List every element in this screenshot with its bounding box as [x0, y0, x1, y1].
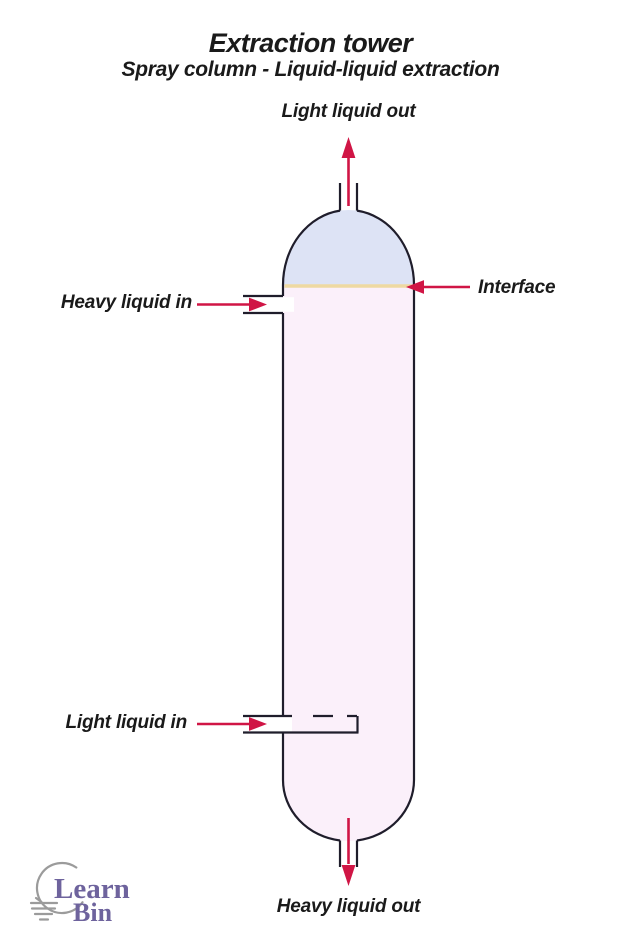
logo-text-learn: Learn — [54, 873, 130, 905]
interface-arrow-icon — [406, 280, 470, 294]
light-liquid-inlet-pipe — [243, 714, 359, 734]
light-liquid-out-arrow-icon — [341, 137, 356, 206]
heavy-liquid-in-arrow-icon — [197, 297, 267, 312]
light-liquid-in-arrow-icon — [197, 717, 267, 731]
tower-outline — [281, 183, 416, 867]
logo-text-bin: Bin — [73, 898, 113, 927]
page-title: Extraction tower — [208, 28, 413, 58]
label-interface: Interface — [478, 277, 556, 298]
tower-dome-light-liquid-zone — [283, 210, 414, 285]
heavy-liquid-inlet-pipe — [243, 294, 283, 315]
label-heavy-liquid-in: Heavy liquid in — [60, 292, 192, 313]
label-light-liquid-in: Light liquid in — [65, 712, 187, 733]
label-heavy-liquid-out: Heavy liquid out — [276, 896, 421, 917]
label-light-liquid-out: Light liquid out — [281, 101, 416, 122]
page-subtitle: Spray column - Liquid-liquid extraction — [121, 58, 500, 81]
lightbulb-icon — [29, 861, 84, 921]
heavy-liquid-out-arrow-icon — [341, 818, 356, 886]
tower-body-heavy-liquid-zone — [283, 285, 414, 841]
